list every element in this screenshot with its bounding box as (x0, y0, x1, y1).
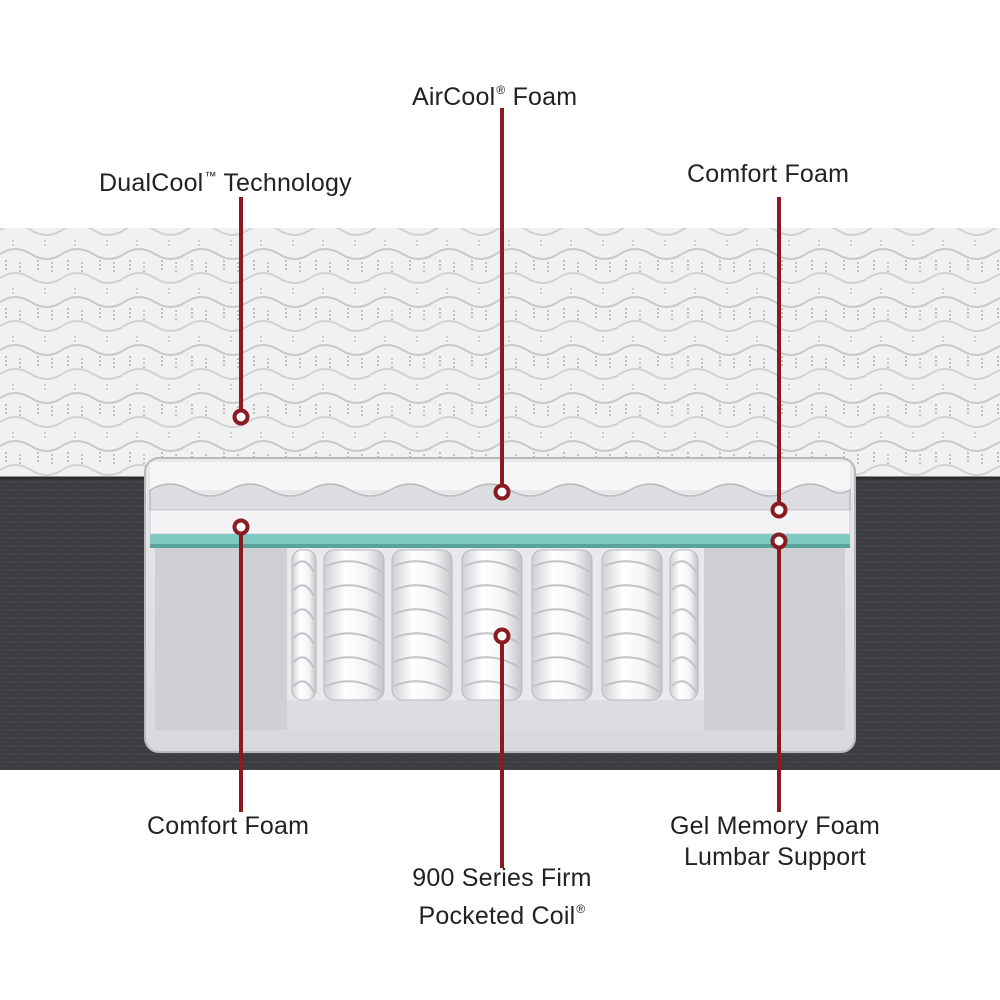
label-dualcool-technology: DualCool™ Technology (99, 169, 352, 197)
coil-wrap-line (533, 584, 591, 597)
gel-memory-foam-layer (150, 534, 850, 544)
coil (531, 549, 593, 701)
coil (391, 549, 453, 701)
coil-wrap-line (533, 632, 591, 645)
coil-wrap-line (393, 656, 451, 669)
coil (291, 549, 317, 701)
coil-wrap-line (463, 680, 521, 693)
coil-wrap-line (671, 560, 697, 573)
coil-wrap-line (325, 608, 383, 621)
coil-wrap-line (533, 608, 591, 621)
coil-wrap-line (603, 632, 661, 645)
coil-wrap-line (293, 632, 315, 645)
coil-wrap-line (393, 680, 451, 693)
coil-wrap-line (325, 584, 383, 597)
callout-dot-comfort-top (770, 501, 788, 519)
coil-wrap-line (603, 560, 661, 573)
coil-wrap-line (393, 584, 451, 597)
callout-dot-comfort-left (232, 518, 250, 536)
callout-dot-coil (493, 627, 511, 645)
coil-wrap-line (393, 608, 451, 621)
coil-wrap-line (603, 584, 661, 597)
coil-wrap-line (293, 680, 315, 693)
coil-wrap-line (293, 584, 315, 597)
callouts (232, 108, 788, 868)
coil-wrap-line (325, 560, 383, 573)
coil-wrap-line (463, 584, 521, 597)
coil-wrap-line (393, 560, 451, 573)
coil-wrap-line (293, 608, 315, 621)
coil-wrap-line (533, 680, 591, 693)
coil-wrap-line (671, 584, 697, 597)
coil-wrap-line (671, 680, 697, 693)
coil-wrap-line (325, 632, 383, 645)
coil-wrap-line (463, 656, 521, 669)
callout-dot-aircool (493, 483, 511, 501)
coil-wrap-line (393, 632, 451, 645)
coil-wrap-line (293, 560, 315, 573)
coil-wrap-line (671, 608, 697, 621)
callout-dot-dualcool (232, 408, 250, 426)
coil-wrap-line (325, 680, 383, 693)
coil-wrap-line (603, 656, 661, 669)
comfort-foam-layer (149, 509, 851, 535)
coil-wrap-line (603, 608, 661, 621)
label-pocketed-coil: 900 Series Firm Pocketed Coil® (412, 864, 592, 930)
coil-wrap-line (463, 560, 521, 573)
coil-wrap-line (463, 632, 521, 645)
coil-wrap-line (533, 560, 591, 573)
coil-wrap-line (671, 656, 697, 669)
coil-wrap-line (603, 680, 661, 693)
left-foam-rail (155, 548, 287, 730)
coil (461, 549, 523, 701)
coil (323, 549, 385, 701)
pocketed-coils (291, 549, 699, 701)
coil-wrap-line (671, 632, 697, 645)
coil-wrap-line (325, 656, 383, 669)
coil-wrap-line (293, 656, 315, 669)
label-comfort-foam-top: Comfort Foam (687, 160, 850, 188)
label-aircool-foam: AirCool® Foam (412, 83, 578, 111)
label-comfort-foam-left: Comfort Foam (147, 812, 310, 840)
right-foam-rail (704, 548, 845, 730)
coil-wrap-line (463, 608, 521, 621)
coil-wrap-line (533, 656, 591, 669)
coil (669, 549, 699, 701)
label-gel-memory-foam: Gel Memory Foam Lumbar Support (670, 812, 880, 871)
coil (601, 549, 663, 701)
callout-dot-gel (770, 532, 788, 550)
